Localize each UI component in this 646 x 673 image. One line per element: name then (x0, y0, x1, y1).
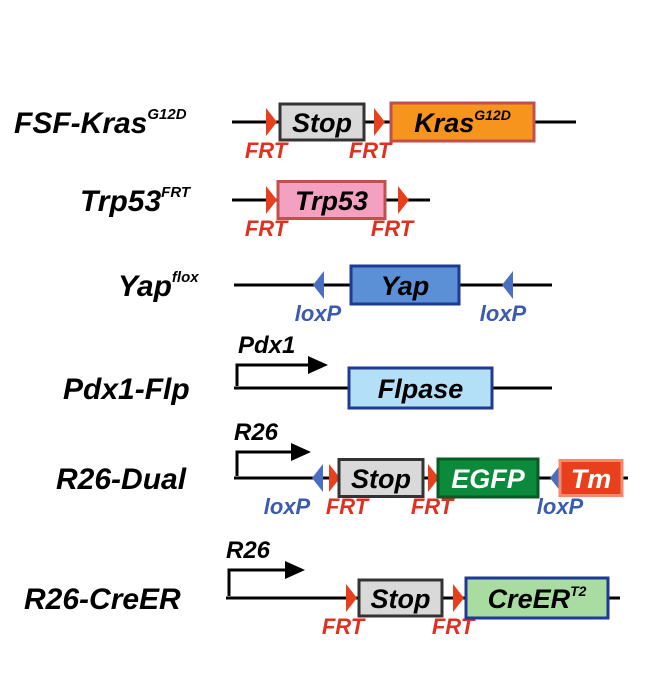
loxp-label: loxP (480, 301, 527, 326)
frt-site (266, 186, 277, 214)
frt-label: FRT (322, 614, 366, 639)
promoter-arrow (227, 568, 287, 596)
gene-label-trp53: Trp53 (295, 186, 368, 216)
loxp-label: loxP (295, 301, 342, 326)
gene-box-tm (558, 459, 624, 497)
promoter-label: R26 (234, 419, 279, 446)
gene-label-egfp: EGFP (451, 464, 526, 494)
loxp-label: loxP (264, 494, 311, 519)
frt-label: FRT (245, 216, 289, 241)
construct-name: FSF-KrasG12D (14, 106, 187, 140)
loxp-site (312, 464, 323, 492)
gene-box-kras (389, 101, 536, 143)
loxp-site (502, 271, 513, 299)
promoter-arrowhead (285, 561, 305, 579)
gene-label-stop: Stop (371, 584, 431, 614)
promoter-arrow (235, 363, 310, 386)
loxp-label: loxP (537, 494, 584, 519)
construct-name: Yapflox (118, 269, 199, 303)
gene-label-yap: Yap (381, 271, 430, 301)
gene-box-flpase (347, 366, 494, 410)
promoter-label: R26 (226, 537, 271, 564)
promoter-arrowhead (291, 443, 311, 461)
promoter-arrowhead (308, 356, 328, 374)
frt-site (266, 108, 277, 136)
gene-label-kras: KrasG12D (414, 107, 511, 138)
promoter-label: Pdx1 (238, 332, 295, 359)
gene-box-creer (464, 576, 610, 620)
gene-box-egfp (436, 457, 540, 499)
frt-site (428, 464, 439, 492)
gene-label-tm: Tm (571, 464, 612, 494)
gene-label-stop: Stop (351, 464, 411, 494)
gene-label-flpase: Flpase (378, 374, 464, 404)
gene-box-stop (357, 578, 444, 618)
frt-label: FRT (371, 216, 415, 241)
gene-box-stop (278, 102, 366, 142)
gene-label-creer: CreERT2 (488, 583, 587, 614)
frt-site (398, 186, 409, 214)
construct-name: Pdx1-Flp (63, 373, 190, 406)
gene-box-yap (349, 264, 461, 306)
gene-box-trp53 (276, 180, 387, 220)
construct-name: R26-CreER (24, 583, 181, 616)
frt-site (329, 464, 340, 492)
loxp-site (313, 271, 324, 299)
frt-site (453, 584, 464, 612)
frt-label: FRT (245, 138, 289, 163)
frt-site (374, 108, 385, 136)
loxp-site (550, 464, 561, 492)
construct-name: Trp53FRT (80, 184, 192, 218)
frt-site (346, 584, 357, 612)
gene-box-stop (337, 458, 425, 498)
frt-label: FRT (349, 138, 393, 163)
construct-name: R26-Dual (56, 463, 187, 496)
frt-label: FRT (326, 494, 370, 519)
promoter-arrow (235, 450, 293, 476)
gene-label-stop: Stop (292, 108, 352, 138)
